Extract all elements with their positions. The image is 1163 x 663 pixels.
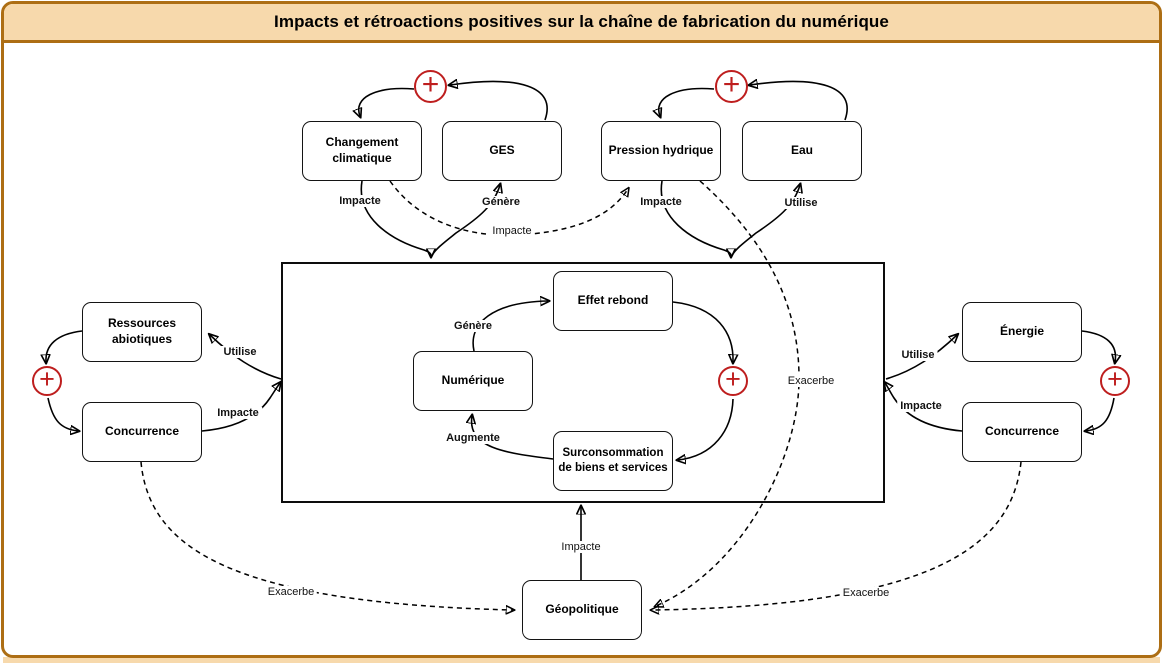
node-pression-hydrique: Pression hydrique (601, 121, 721, 181)
node-concurrence-droite: Concurrence (962, 402, 1082, 462)
edge-label-utilise-energie: Utilise (898, 349, 938, 361)
arrow-eau-to-plus (750, 81, 848, 121)
plus-sign: + (725, 364, 741, 394)
arrow-surconsommation-to-numerique (472, 416, 554, 460)
arrow-pression-hydrique-to-box (660, 180, 731, 256)
positive-feedback-icon: + (718, 366, 748, 396)
arrow-plus-to-changement-climatique (359, 87, 415, 116)
arrow-plus-to-surconsommation (678, 398, 734, 460)
edge-label-utilise-eau: Utilise (781, 197, 821, 209)
node-eau: Eau (742, 121, 862, 181)
arrow-concurrence-droite-to-box (885, 383, 963, 432)
arrow-changement-climatique-to-box (360, 180, 431, 256)
edge-label-genere-ges: Génère (479, 196, 523, 208)
dashed-concurrence-droite-to-geopolitique (652, 461, 1022, 610)
arrow-box-to-eau (731, 185, 800, 257)
node-ressources-abiotiques: Ressources abiotiques (82, 302, 202, 362)
edge-label-exacerbe-droite: Exacerbe (839, 587, 893, 599)
positive-feedback-icon: + (32, 366, 62, 396)
edge-label-utilise-ressources: Utilise (220, 346, 260, 358)
edge-label-genere-effet-rebond: Génère (451, 320, 495, 332)
arrow-effet-rebond-to-plus (672, 301, 733, 362)
edge-label-exacerbe-gauche: Exacerbe (264, 586, 318, 598)
edge-label-impacte-pression: Impacte (637, 196, 685, 208)
plus-sign: + (421, 68, 440, 101)
arrow-plus-to-concurrence-gauche (47, 397, 78, 431)
node-energie: Énergie (962, 302, 1082, 362)
arrow-plus-to-concurrence-droite (1086, 397, 1115, 431)
arrow-concurrence-gauche-to-box (201, 383, 280, 432)
positive-feedback-icon: + (715, 70, 748, 103)
page-title: Impacts et rétroactions positives sur la… (274, 12, 889, 31)
plus-sign: + (722, 68, 741, 101)
title-bar: Impacts et rétroactions positives sur la… (4, 4, 1159, 43)
arrow-box-to-energie (885, 335, 957, 380)
positive-feedback-icon: + (414, 70, 447, 103)
node-changement-climatique: Changement climatique (302, 121, 422, 181)
edge-label-impacte-concurrence-gauche: Impacte (214, 407, 262, 419)
positive-feedback-icon: + (1100, 366, 1130, 396)
edge-label-impacte-concurrence-droite: Impacte (897, 400, 945, 412)
arrow-energie-to-plus (1081, 330, 1115, 362)
node-ges: GES (442, 121, 562, 181)
node-geopolitique: Géopolitique (522, 580, 642, 640)
arrow-plus-to-pression-hydrique (659, 87, 715, 116)
arrow-ges-to-plus (450, 81, 548, 121)
edge-label-augmente-numerique: Augmente (443, 432, 503, 444)
node-surconsommation: Surconsommation de biens et services (553, 431, 673, 491)
edge-label-exacerbe-centre: Exacerbe (784, 375, 838, 387)
arrow-box-to-ressources (210, 335, 282, 380)
edge-label-impacte-dashed: Impacte (489, 225, 535, 237)
edge-label-impacte-geopolitique: Impacte (558, 541, 604, 553)
node-numerique: Numérique (413, 351, 533, 411)
node-effet-rebond: Effet rebond (553, 271, 673, 331)
arrow-ressources-to-plus (46, 330, 83, 362)
dashed-concurrence-gauche-to-geopolitique (140, 461, 513, 610)
plus-sign: + (1107, 364, 1123, 394)
plus-sign: + (39, 364, 55, 394)
dashed-pression-to-geopolitique (656, 180, 800, 606)
edge-label-impacte-changement: Impacte (336, 195, 384, 207)
arrow-numerique-to-effet-rebond (472, 301, 548, 352)
bottom-accent-band (3, 657, 1160, 663)
node-concurrence-gauche: Concurrence (82, 402, 202, 462)
